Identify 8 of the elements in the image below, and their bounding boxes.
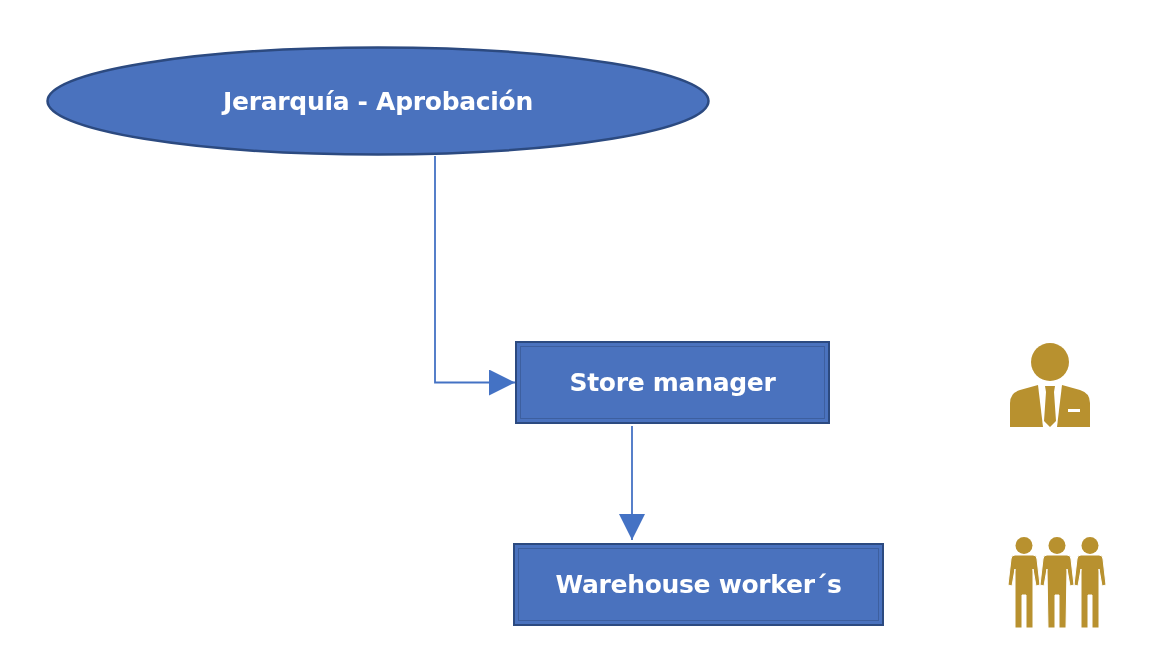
ellipse-node (46, 46, 710, 156)
process-box (513, 543, 884, 626)
node-label: Warehouse worker´s (555, 570, 842, 599)
arrow (619, 425, 645, 541)
node-label: Jerarquía - Aprobación (223, 86, 533, 116)
process-box (515, 341, 830, 424)
node-label: Store manager (569, 368, 776, 397)
arrow (434, 155, 516, 396)
